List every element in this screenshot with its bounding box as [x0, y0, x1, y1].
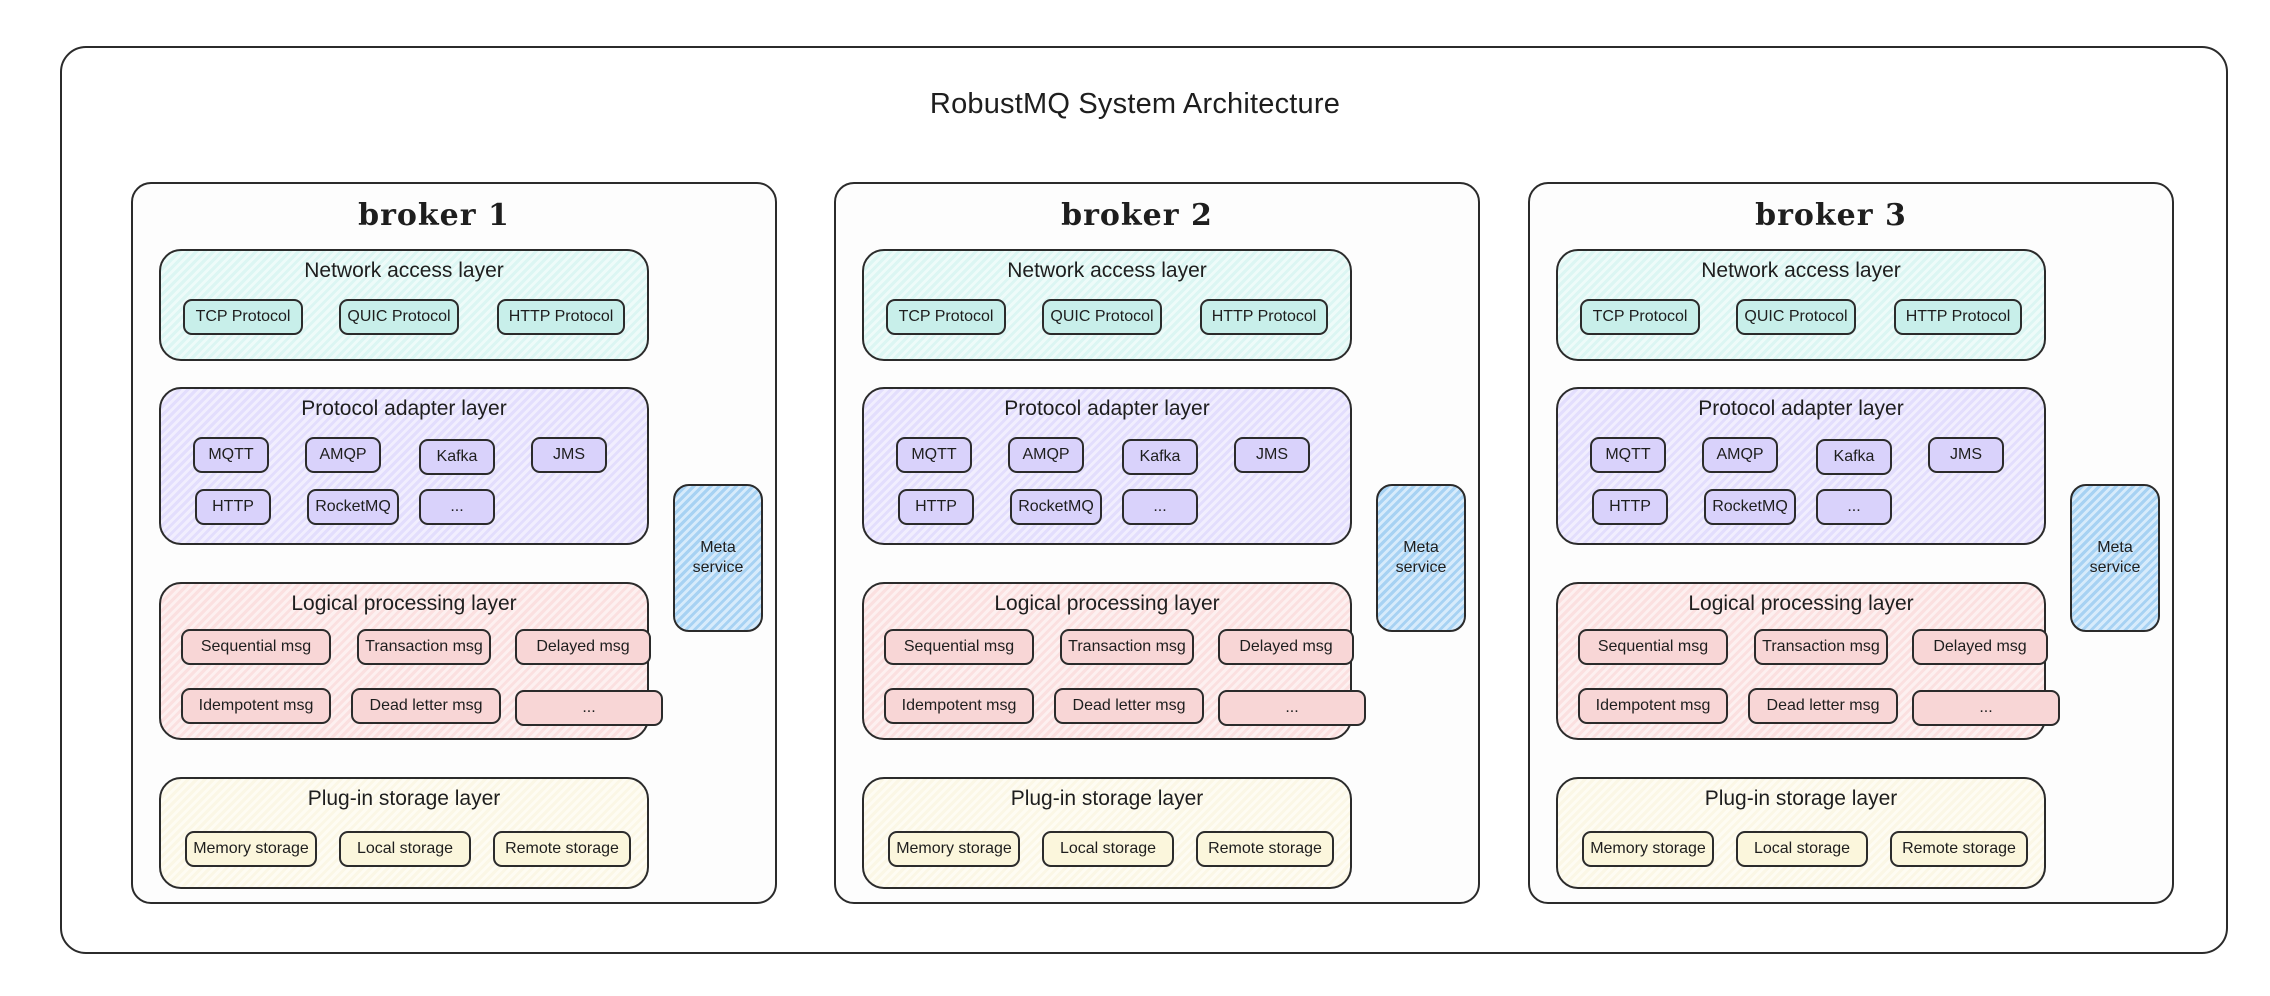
protocol-item: MQTT [896, 437, 972, 473]
protocol-item: ... [1122, 489, 1198, 525]
network-item: TCP Protocol [886, 299, 1006, 335]
meta-service: Meta service [2070, 484, 2160, 632]
storage-item: Remote storage [1890, 831, 2028, 867]
meta-service: Meta service [673, 484, 763, 632]
broker-title: broker 1 [358, 198, 510, 233]
protocol-item: ... [419, 489, 495, 525]
logic-item: ... [1218, 690, 1366, 726]
network-item: QUIC Protocol [339, 299, 459, 335]
logic-item: ... [515, 690, 663, 726]
network-layer-title: Network access layer [1007, 259, 1207, 282]
logic-layer-title: Logical processing layer [994, 592, 1220, 615]
protocol-item: MQTT [1590, 437, 1666, 473]
logic-item: Transaction msg [1060, 629, 1194, 665]
logic-item: Delayed msg [1218, 629, 1354, 665]
protocol-layer-title: Protocol adapter layer [1004, 397, 1210, 420]
storage-item: Memory storage [185, 831, 317, 867]
logic-item: Transaction msg [357, 629, 491, 665]
storage-item: Local storage [339, 831, 471, 867]
network-item: QUIC Protocol [1042, 299, 1162, 335]
network-layer-title: Network access layer [304, 259, 504, 282]
diagram-title: RobustMQ System Architecture [929, 88, 1341, 120]
protocol-item: Kafka [419, 439, 495, 475]
logic-item: Dead letter msg [1748, 688, 1898, 724]
protocol-item: ... [1816, 489, 1892, 525]
storage-layer-title: Plug-in storage layer [1704, 787, 1898, 810]
protocol-item: RocketMQ [1704, 489, 1796, 525]
storage-item: Remote storage [1196, 831, 1334, 867]
logic-item: Sequential msg [1578, 629, 1728, 665]
protocol-item: HTTP [898, 489, 974, 525]
network-item: QUIC Protocol [1736, 299, 1856, 335]
storage-layer-title: Plug-in storage layer [1010, 787, 1204, 810]
storage-item: Memory storage [888, 831, 1020, 867]
network-item: HTTP Protocol [1200, 299, 1328, 335]
protocol-item: JMS [1928, 437, 2004, 473]
logic-item: Delayed msg [515, 629, 651, 665]
protocol-item: HTTP [1592, 489, 1668, 525]
protocol-layer-title: Protocol adapter layer [1698, 397, 1904, 420]
protocol-item: AMQP [1702, 437, 1778, 473]
logic-layer-title: Logical processing layer [291, 592, 517, 615]
protocol-item: JMS [531, 437, 607, 473]
logic-item: Idempotent msg [181, 688, 331, 724]
network-item: HTTP Protocol [1894, 299, 2022, 335]
logic-item: Delayed msg [1912, 629, 2048, 665]
logic-item: Dead letter msg [351, 688, 501, 724]
protocol-item: RocketMQ [1010, 489, 1102, 525]
meta-service: Meta service [1376, 484, 1466, 632]
broker-title: broker 3 [1755, 198, 1907, 233]
storage-item: Local storage [1736, 831, 1868, 867]
logic-item: Dead letter msg [1054, 688, 1204, 724]
storage-item: Local storage [1042, 831, 1174, 867]
protocol-item: AMQP [305, 437, 381, 473]
logic-item: Sequential msg [884, 629, 1034, 665]
storage-item: Memory storage [1582, 831, 1714, 867]
storage-item: Remote storage [493, 831, 631, 867]
network-item: HTTP Protocol [497, 299, 625, 335]
protocol-item: MQTT [193, 437, 269, 473]
logic-item: ... [1912, 690, 2060, 726]
protocol-item: Kafka [1816, 439, 1892, 475]
network-layer-title: Network access layer [1701, 259, 1901, 282]
logic-item: Idempotent msg [1578, 688, 1728, 724]
logic-item: Idempotent msg [884, 688, 1034, 724]
protocol-item: HTTP [195, 489, 271, 525]
logic-layer-title: Logical processing layer [1688, 592, 1914, 615]
protocol-item: AMQP [1008, 437, 1084, 473]
logic-item: Transaction msg [1754, 629, 1888, 665]
protocol-item: JMS [1234, 437, 1310, 473]
logic-item: Sequential msg [181, 629, 331, 665]
network-item: TCP Protocol [1580, 299, 1700, 335]
protocol-item: Kafka [1122, 439, 1198, 475]
network-item: TCP Protocol [183, 299, 303, 335]
protocol-item: RocketMQ [307, 489, 399, 525]
storage-layer-title: Plug-in storage layer [307, 787, 501, 810]
broker-title: broker 2 [1061, 198, 1213, 233]
protocol-layer-title: Protocol adapter layer [301, 397, 507, 420]
